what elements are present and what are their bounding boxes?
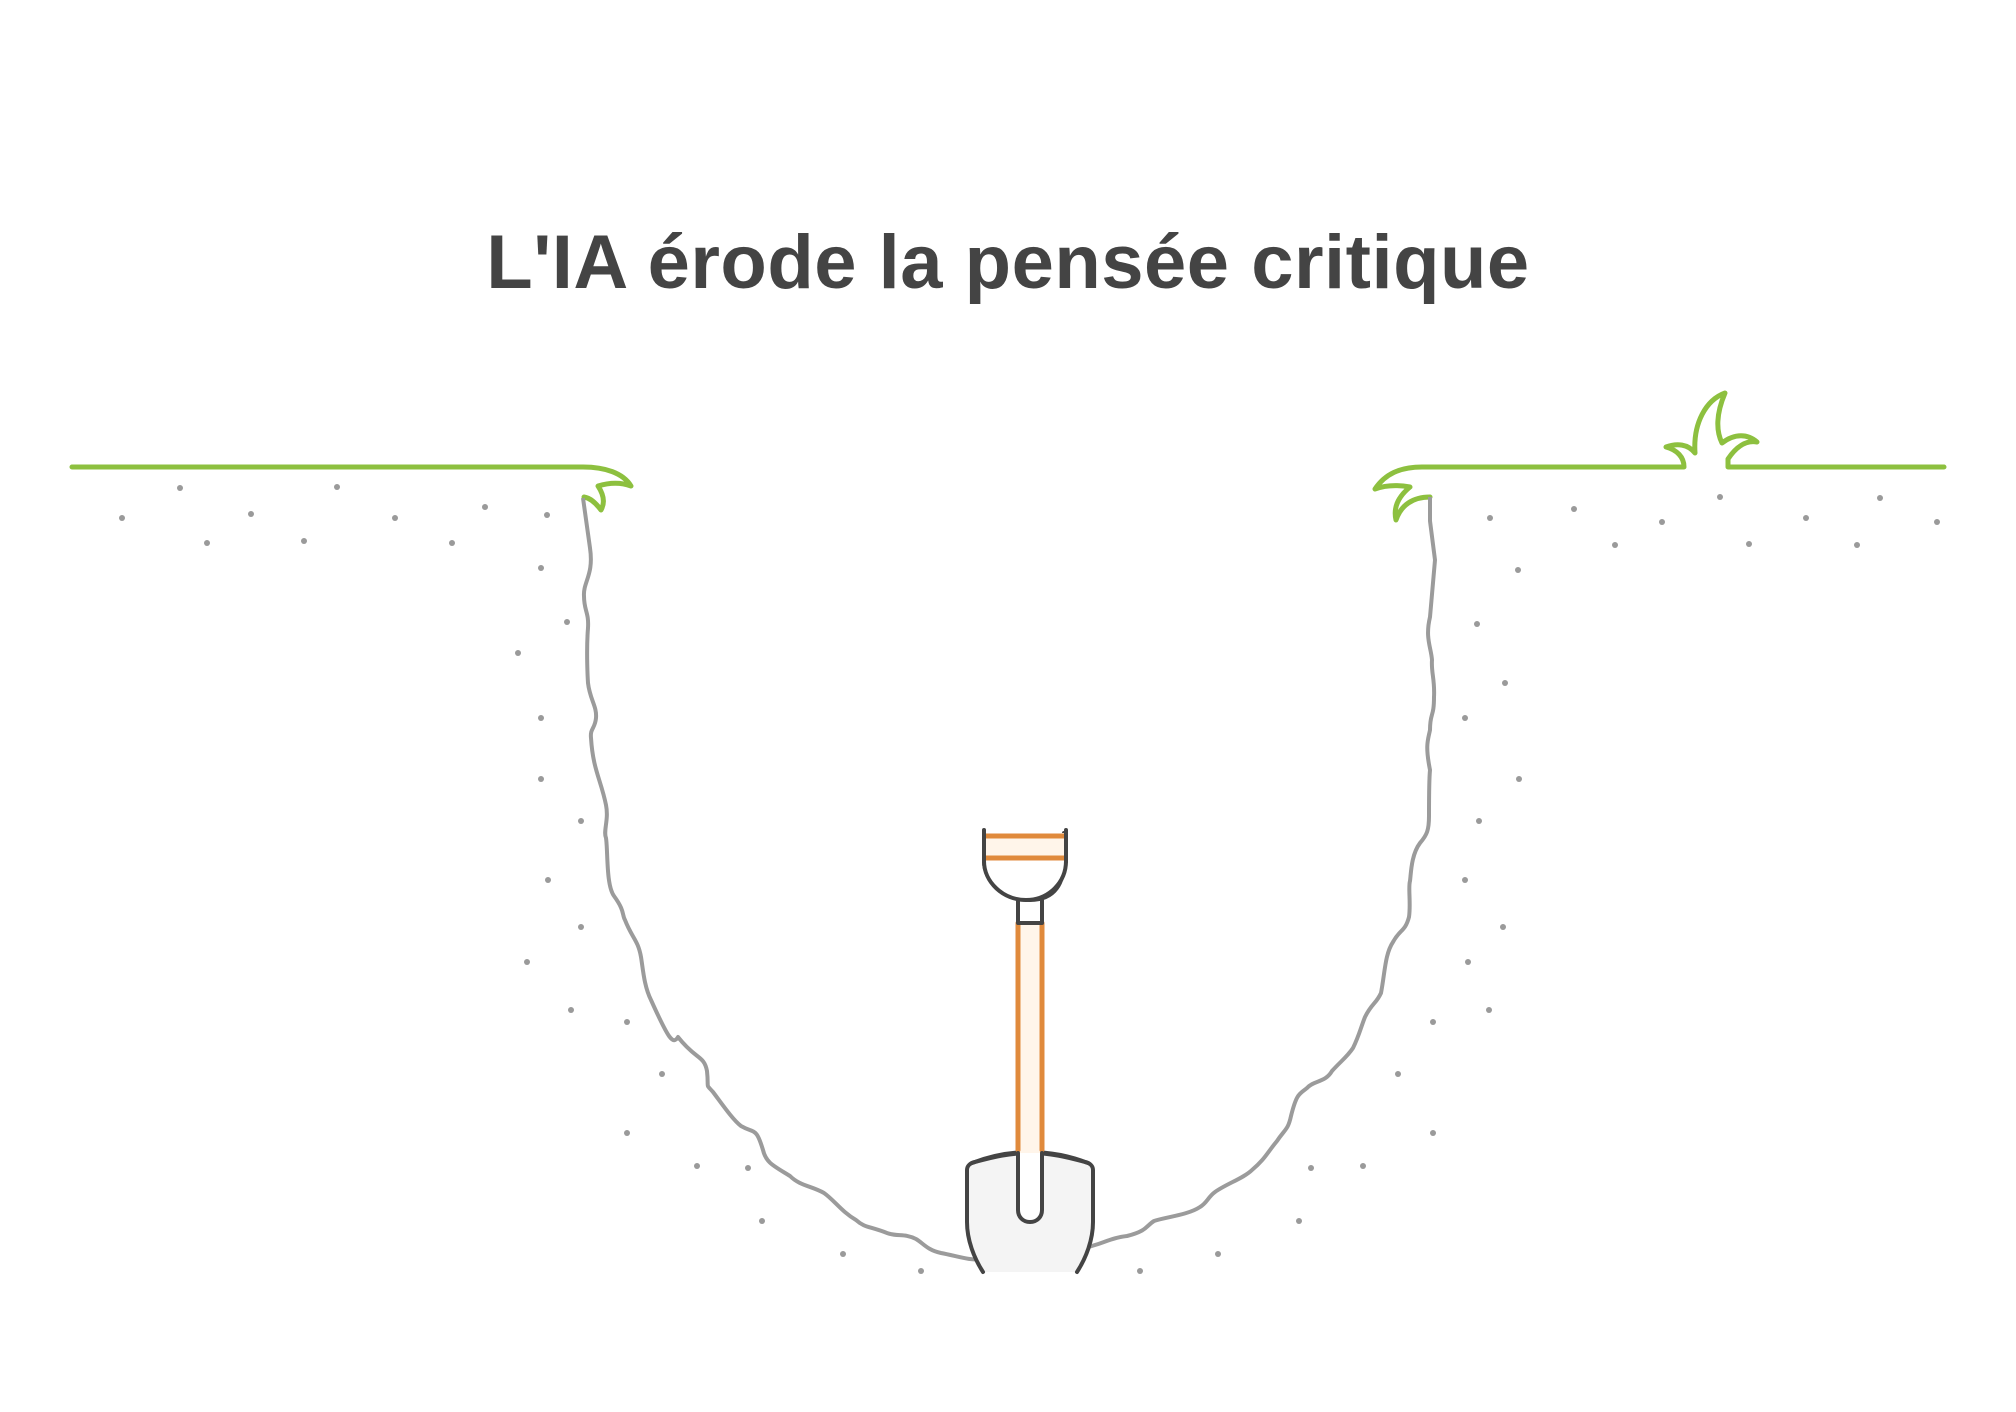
- diagram-title: L'IA érode la pensée critique: [486, 220, 1530, 305]
- shovel-collar: [1016, 897, 1044, 925]
- soil-dots: [119, 484, 1940, 1274]
- shovel-grip-bar: [986, 836, 1064, 858]
- grass-line-right: [1372, 390, 1947, 523]
- shovel: [965, 828, 1095, 1274]
- shovel-handle: [1018, 923, 1042, 1153]
- shovel-socket: [1016, 1151, 1044, 1224]
- grass-line-left: [69, 464, 634, 513]
- ground-surface: [69, 390, 1947, 523]
